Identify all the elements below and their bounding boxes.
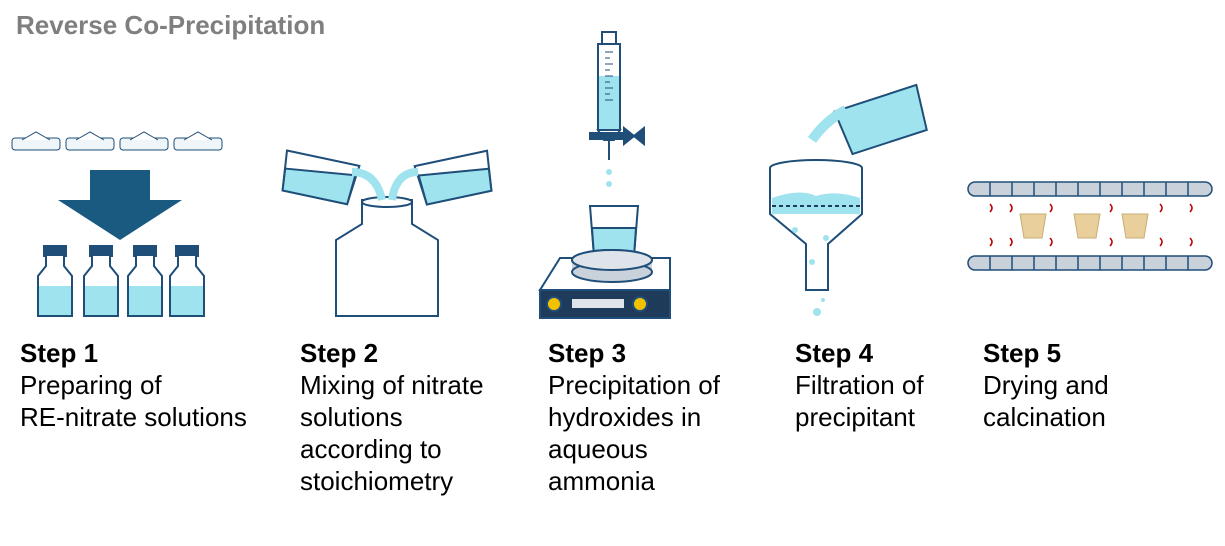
step-label: Step 4 (795, 338, 874, 368)
petri-dish-icon (11, 131, 223, 151)
petri-dishes-to-bottles-icon (11, 131, 223, 317)
beaker-icon (833, 83, 928, 156)
funnel-icon (769, 168, 863, 291)
beaker-icon (281, 149, 361, 206)
step-5: Step 5 Drying and calcination (983, 337, 1109, 433)
bottle-icon (37, 245, 205, 317)
step-desc-line: aqueous (548, 434, 648, 464)
step-label: Step 3 (548, 338, 627, 368)
down-arrow-icon (58, 170, 182, 240)
step-desc-line: according to (300, 434, 442, 464)
step-3: Step 3 Precipitation of hydroxides in aq… (548, 337, 720, 497)
beaker-icon (413, 149, 493, 206)
step-desc-line: solutions (300, 402, 403, 432)
step-desc-line: calcination (983, 402, 1106, 432)
funnel-filtration-icon (769, 83, 928, 316)
step-4: Step 4 Filtration of precipitant (795, 337, 924, 433)
step-desc-line: precipitant (795, 402, 915, 432)
page-title: Reverse Co-Precipitation (16, 10, 326, 40)
step-label: Step 1 (20, 338, 99, 368)
step-desc-line: Drying and (983, 370, 1109, 400)
flask-icon (335, 199, 439, 317)
step-desc-line: stoichiometry (300, 466, 454, 496)
step-desc-line: Preparing of (20, 370, 162, 400)
step-desc-line: Mixing of nitrate (300, 370, 484, 400)
step-desc-line: RE-nitrate solutions (20, 402, 247, 432)
step-desc-line: hydroxides in (548, 402, 702, 432)
step-desc-line: Precipitation of (548, 370, 720, 400)
heating-tube-icon (967, 181, 1213, 271)
step-1: Step 1 Preparing of RE-nitrate solutions (20, 337, 247, 433)
step-2: Step 2 Mixing of nitrate solutions accor… (300, 337, 484, 497)
step-label: Step 5 (983, 338, 1062, 368)
step-desc-line: ammonia (548, 466, 655, 496)
beakers-pouring-into-flask-icon (281, 149, 493, 317)
crucible-icon (1019, 213, 1149, 239)
step-label: Step 2 (300, 338, 379, 368)
burette-over-stirrer-icon (538, 31, 671, 319)
step-desc-line: Filtration of (795, 370, 924, 400)
heat-wave-icon (989, 203, 1193, 247)
magnetic-stirrer-icon (538, 249, 671, 319)
tube-furnace-crucibles-icon (967, 181, 1213, 271)
